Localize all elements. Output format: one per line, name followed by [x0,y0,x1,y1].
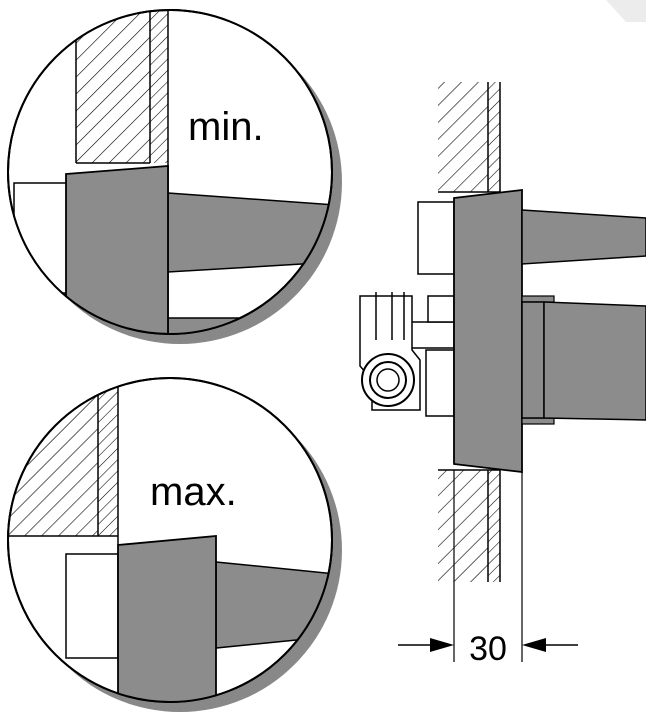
wall-upper [438,82,488,192]
corner-mark [606,0,646,22]
side-cover-plate [453,188,523,474]
side-sleeve-top [521,295,555,303]
detail-min: min. [7,9,342,344]
label-min: min. [188,105,264,149]
tile-layer-max [98,378,118,536]
dimension-label: 30 [469,630,507,668]
connector-small [427,295,455,323]
box-body-max [65,553,119,659]
wall-lower [438,470,488,582]
wall-hatch-coarse [76,10,150,163]
dimension-arrow-right-head [522,638,546,652]
concealed-body-top [417,201,455,275]
cover-plate-max [117,535,217,702]
wall-hatch-coarse-max [8,378,98,536]
side-sleeve [521,301,545,419]
side-handle [521,209,646,265]
label-max: max. [150,470,237,514]
side-section: 30 [359,82,646,668]
detail-max: max. [7,377,342,712]
tile-lower [488,470,500,582]
tile-upper [488,82,500,192]
tile-layer [150,10,168,163]
dimension-arrow-left-head [430,638,454,652]
side-sleeve-bottom [521,417,555,425]
cover-plate [65,165,169,334]
concealed-body-bottom [425,349,455,417]
side-lower-body [543,301,646,421]
